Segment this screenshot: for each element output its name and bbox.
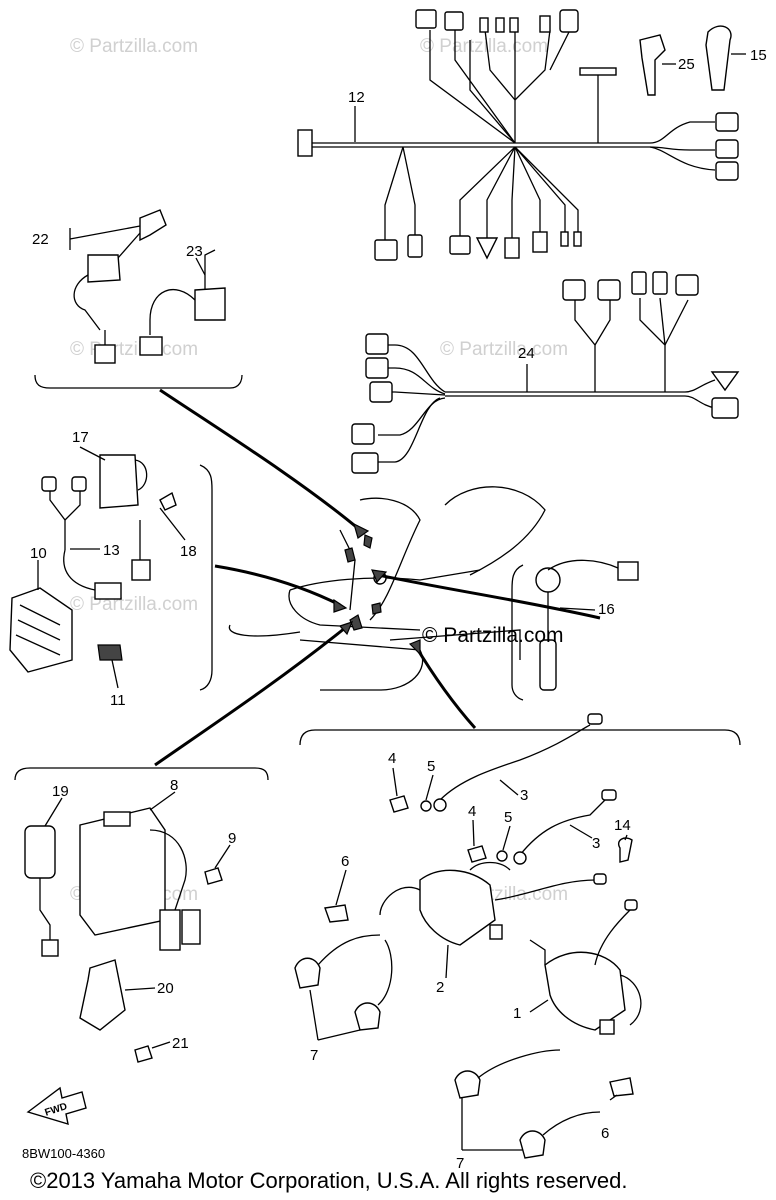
callout-6: 6	[341, 853, 349, 870]
callout-3: 3	[592, 835, 600, 852]
part-8-21-inset: 19 8 9 20 21	[14, 767, 269, 1063]
callout-1: 1	[513, 1005, 521, 1022]
callout-13: 13	[103, 542, 120, 559]
callout-19: 19	[52, 783, 69, 800]
callout-17: 17	[72, 429, 89, 446]
center-watermark: © Partzilla.com	[422, 624, 564, 647]
callout-15: 15	[750, 47, 767, 64]
callout-4: 4	[468, 803, 476, 820]
callout-14: 14	[614, 817, 631, 834]
callout-4: 4	[388, 750, 396, 767]
callout-2: 2	[436, 979, 444, 996]
callout-9: 9	[228, 830, 236, 847]
watermark: © Partzilla.com	[420, 36, 548, 57]
callout-7: 7	[456, 1155, 464, 1172]
callout-24: 24	[518, 345, 535, 362]
callout-22: 22	[32, 231, 49, 248]
part-16-inset: 16	[511, 559, 639, 701]
callout-25: 25	[678, 56, 695, 73]
ignition-coil-inset: 4 5 3 4 5 3 14 6 2 1 7 7 6	[294, 713, 741, 1172]
callout-3: 3	[520, 787, 528, 804]
part-22-23-inset: 22 23	[32, 209, 243, 389]
callout-8: 8	[170, 777, 178, 794]
fwd-arrow-icon: FWD	[26, 1086, 87, 1126]
watermark: © Partzilla.com	[70, 36, 198, 57]
wire-harness-24: 24	[351, 271, 740, 474]
callout-16: 16	[598, 601, 615, 618]
leader-lines	[154, 388, 601, 767]
part-25-15: 25 15	[639, 25, 767, 96]
part-10-18-inset: 17 18 13 10 11	[9, 429, 213, 709]
callout-6: 6	[601, 1125, 609, 1142]
wire-harness-12: 12	[297, 9, 739, 261]
callout-20: 20	[157, 980, 174, 997]
callout-5: 5	[504, 809, 512, 826]
callout-11: 11	[110, 692, 126, 709]
diagram-code: 8BW100-4360	[22, 1146, 106, 1161]
callout-5: 5	[427, 758, 435, 775]
callout-10: 10	[30, 545, 47, 562]
snowmobile-sketch	[228, 486, 546, 691]
callout-12: 12	[348, 89, 365, 106]
callout-21: 21	[172, 1035, 189, 1052]
watermark: © Partzilla.com	[440, 339, 568, 360]
copyright-text: ©2013 Yamaha Motor Corporation, U.S.A. A…	[30, 1168, 628, 1193]
watermark: © Partzilla.com	[70, 594, 198, 615]
callout-7: 7	[310, 1047, 318, 1064]
watermark: © Partzilla.com	[70, 339, 198, 360]
callout-23: 23	[186, 243, 203, 260]
watermarks: © Partzilla.com © Partzilla.com © Partzi…	[70, 36, 568, 905]
callout-18: 18	[180, 543, 197, 560]
